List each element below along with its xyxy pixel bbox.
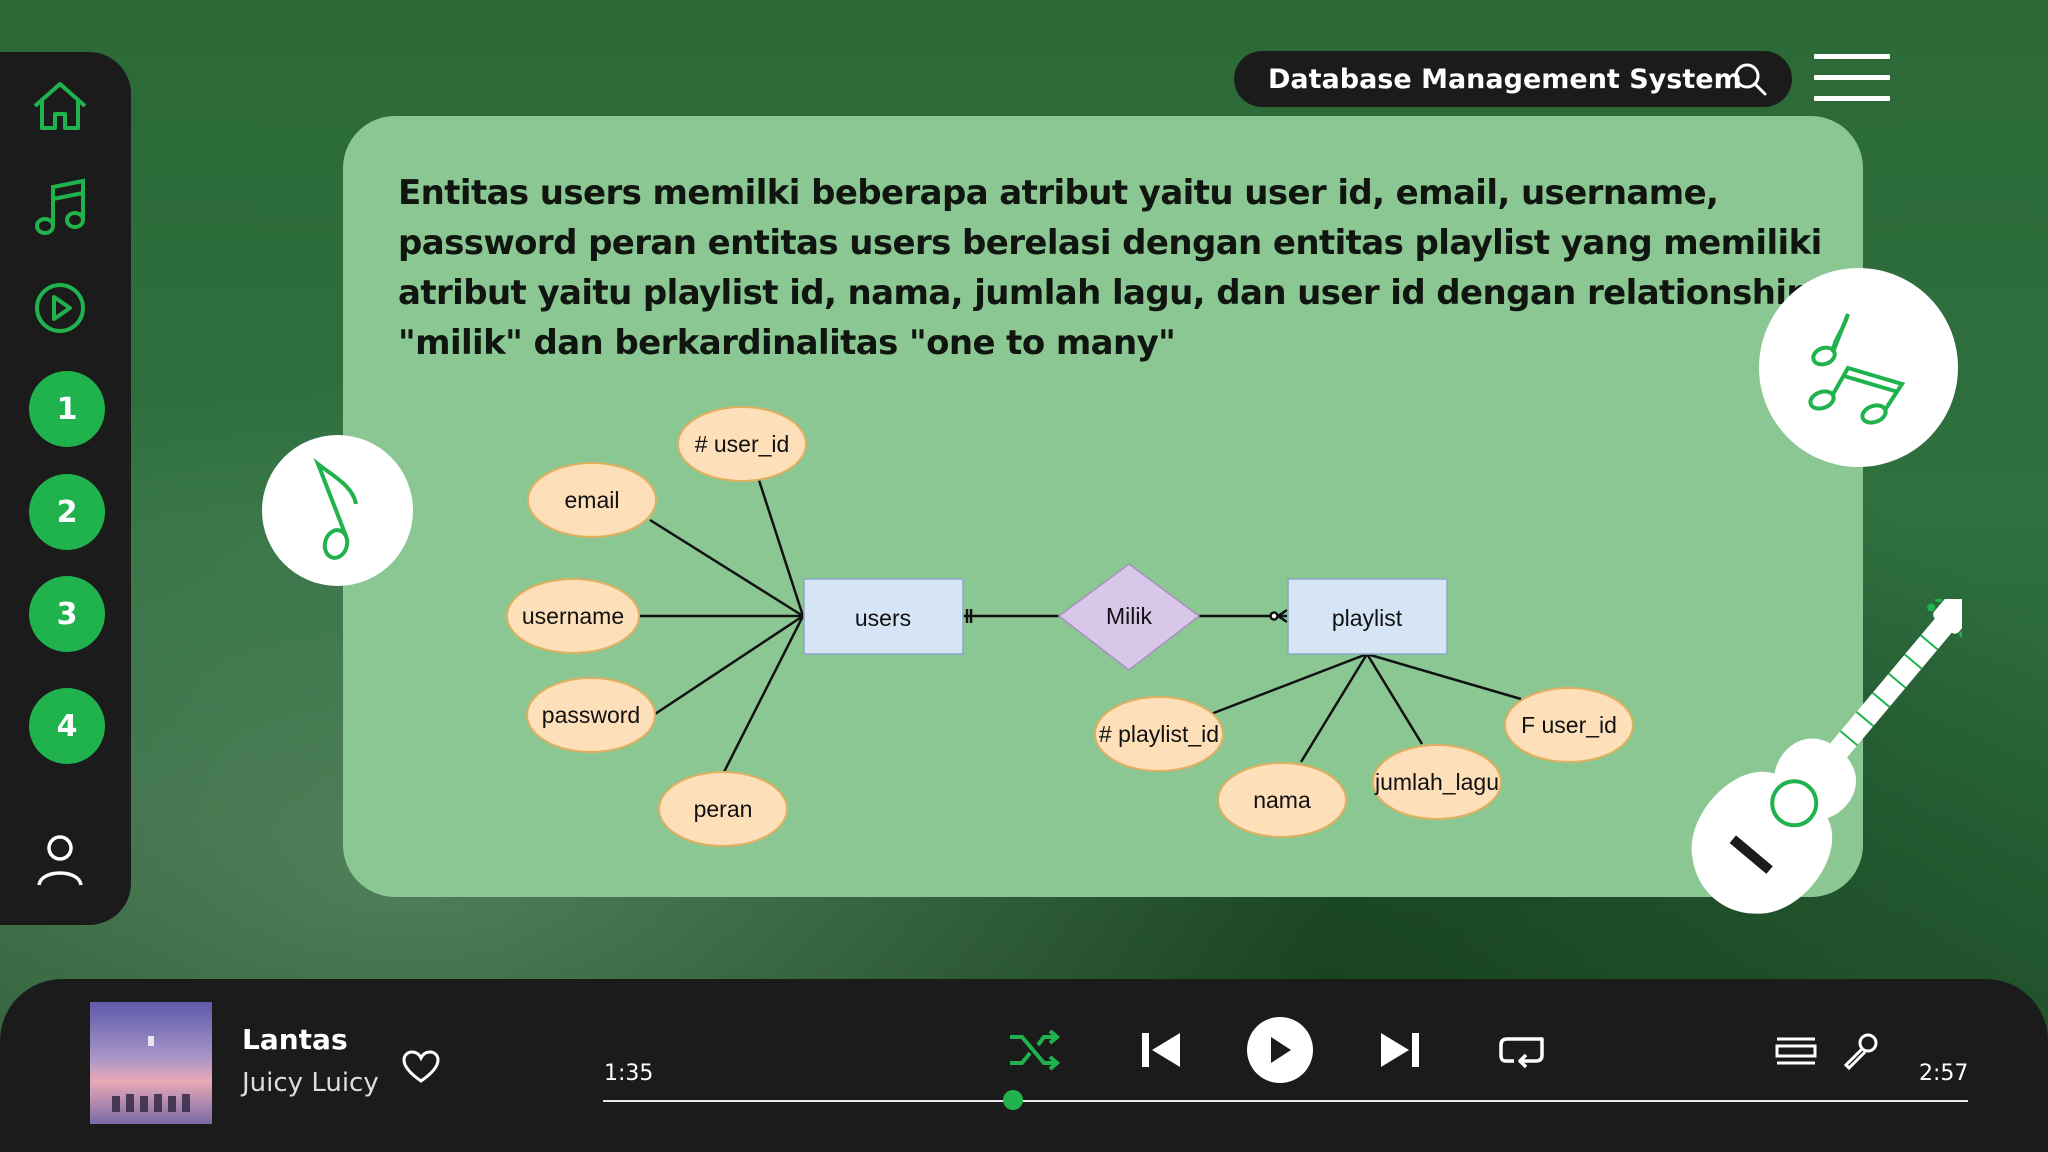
track-title: Lantas xyxy=(242,1023,348,1056)
previous-track-icon[interactable] xyxy=(1138,1027,1184,1073)
attribute-playlist-id: # playlist_id xyxy=(1094,696,1224,772)
svg-text:users: users xyxy=(855,605,911,631)
total-time: 2:57 xyxy=(1919,1061,1969,1086)
attribute-user-id: # user_id xyxy=(677,406,807,482)
svg-text:email: email xyxy=(565,487,620,513)
repeat-icon[interactable] xyxy=(1497,1029,1547,1073)
svg-text:username: username xyxy=(522,603,624,629)
next-track-icon[interactable] xyxy=(1377,1027,1423,1073)
shuffle-icon[interactable] xyxy=(1008,1025,1062,1075)
attribute-nama: nama xyxy=(1217,762,1347,838)
search-icon[interactable] xyxy=(1732,61,1768,97)
progress-knob[interactable] xyxy=(1002,1090,1023,1110)
microphone-icon[interactable] xyxy=(1840,1031,1880,1071)
music-note-icon[interactable] xyxy=(29,176,91,238)
sidebar-item-4[interactable]: 4 xyxy=(29,688,105,764)
svg-text:Milik: Milik xyxy=(1106,603,1152,629)
queue-icon[interactable] xyxy=(1774,1034,1818,1068)
er-diagram: users playlist Milik # user_id email use… xyxy=(506,406,1634,847)
play-circle-icon[interactable] xyxy=(29,277,91,339)
progress-bar[interactable] xyxy=(603,1090,1968,1110)
svg-text:playlist: playlist xyxy=(1332,605,1403,631)
attribute-jumlah-lagu: jumlah_lagu xyxy=(1372,744,1502,820)
music-player-bar: Lantas Juicy Luicy 1:35 2:57 xyxy=(0,979,2048,1152)
heart-icon[interactable] xyxy=(400,1047,442,1087)
app-title: Database Management System xyxy=(1268,63,1742,95)
play-button[interactable] xyxy=(1247,1017,1313,1083)
album-cover[interactable] xyxy=(90,1002,212,1124)
content-card: Entitas users memilki beberapa atribut y… xyxy=(343,116,1863,897)
svg-text:# user_id: # user_id xyxy=(695,431,790,457)
attribute-password: password xyxy=(526,677,656,753)
attribute-f-user-id: F user_id xyxy=(1504,687,1634,763)
svg-text:# playlist_id: # playlist_id xyxy=(1099,721,1219,747)
svg-text:nama: nama xyxy=(1253,787,1311,813)
search-bar[interactable]: Database Management System xyxy=(1234,51,1792,107)
progress-fill xyxy=(603,1100,1013,1102)
sidebar-item-1[interactable]: 1 xyxy=(29,371,105,447)
music-notes-icon xyxy=(1759,268,1958,467)
attribute-peran: peran xyxy=(658,771,788,847)
description-text: Entitas users memilki beberapa atribut y… xyxy=(398,173,1822,363)
sidebar-item-3[interactable]: 3 xyxy=(29,576,105,652)
guitar-icon xyxy=(1662,585,1983,959)
entity-playlist: playlist xyxy=(1287,578,1448,655)
svg-text:peran: peran xyxy=(694,796,753,822)
svg-text:jumlah_lagu: jumlah_lagu xyxy=(1374,769,1499,795)
user-icon[interactable] xyxy=(29,830,91,892)
attribute-username: username xyxy=(506,578,640,654)
relationship-milik: Milik xyxy=(1057,563,1201,671)
current-time: 1:35 xyxy=(604,1061,654,1086)
svg-text:F user_id: F user_id xyxy=(1521,712,1617,738)
attribute-email: email xyxy=(527,462,657,538)
svg-text:password: password xyxy=(542,702,640,728)
home-icon[interactable] xyxy=(29,75,91,137)
sidebar-item-2[interactable]: 2 xyxy=(29,474,105,550)
track-artist: Juicy Luicy xyxy=(242,1068,379,1098)
music-note-icon xyxy=(262,435,413,586)
hamburger-menu-icon[interactable] xyxy=(1814,54,1890,104)
sidebar: 1 2 3 4 xyxy=(0,52,131,925)
entity-users: users xyxy=(803,578,964,655)
